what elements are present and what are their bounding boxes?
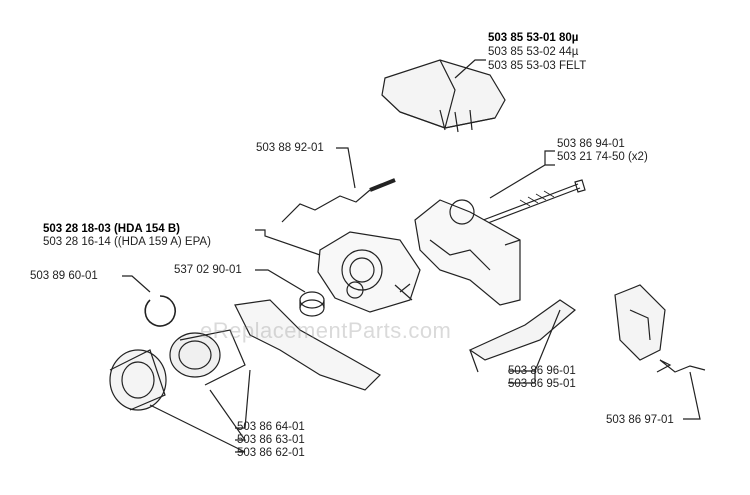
carb-housing-drawing xyxy=(414,199,521,306)
label-manifold-1: 503 86 64-01 xyxy=(237,421,305,433)
sleeve-drawing xyxy=(299,291,325,317)
label-screw-2: 503 21 74-50 (x2) xyxy=(557,151,648,163)
spring-drawing xyxy=(656,359,706,373)
label-sleeve: 537 02 90-01 xyxy=(174,264,242,276)
label-ring: 503 89 60-01 xyxy=(30,270,98,282)
label-screw-1: 503 86 94-01 xyxy=(557,138,625,150)
watermark: eReplacementParts.com xyxy=(200,318,452,343)
label-filter-44: 503 85 53-02 44µ xyxy=(488,46,579,58)
link-drawing xyxy=(468,299,576,373)
label-link-1: 503 86 96-01 xyxy=(508,365,576,377)
cover-drawing xyxy=(614,284,666,361)
label-filter-80: 503 85 53-01 80µ xyxy=(488,32,579,44)
ring-drawing xyxy=(144,295,176,327)
manifold-drawing xyxy=(109,299,381,411)
wire-drawing xyxy=(281,178,396,223)
label-link-2: 503 86 95-01 xyxy=(508,378,576,390)
label-carb-154: 503 28 18-03 (HDA 154 B) xyxy=(43,223,181,235)
label-spring: 503 86 97-01 xyxy=(606,414,674,426)
label-wire: 503 88 92-01 xyxy=(256,142,324,154)
label-filter-felt: 503 85 53-03 FELT xyxy=(488,60,587,72)
screw-drawing xyxy=(477,179,586,227)
label-carb-159: 503 28 16-14 ((HDA 159 A) EPA) xyxy=(43,236,211,248)
air-filter-drawing xyxy=(381,59,506,133)
carburetor-drawing xyxy=(317,231,421,313)
label-manifold-2: 503 86 63-01 xyxy=(237,434,305,446)
label-manifold-3: 503 86 62-01 xyxy=(237,447,305,459)
